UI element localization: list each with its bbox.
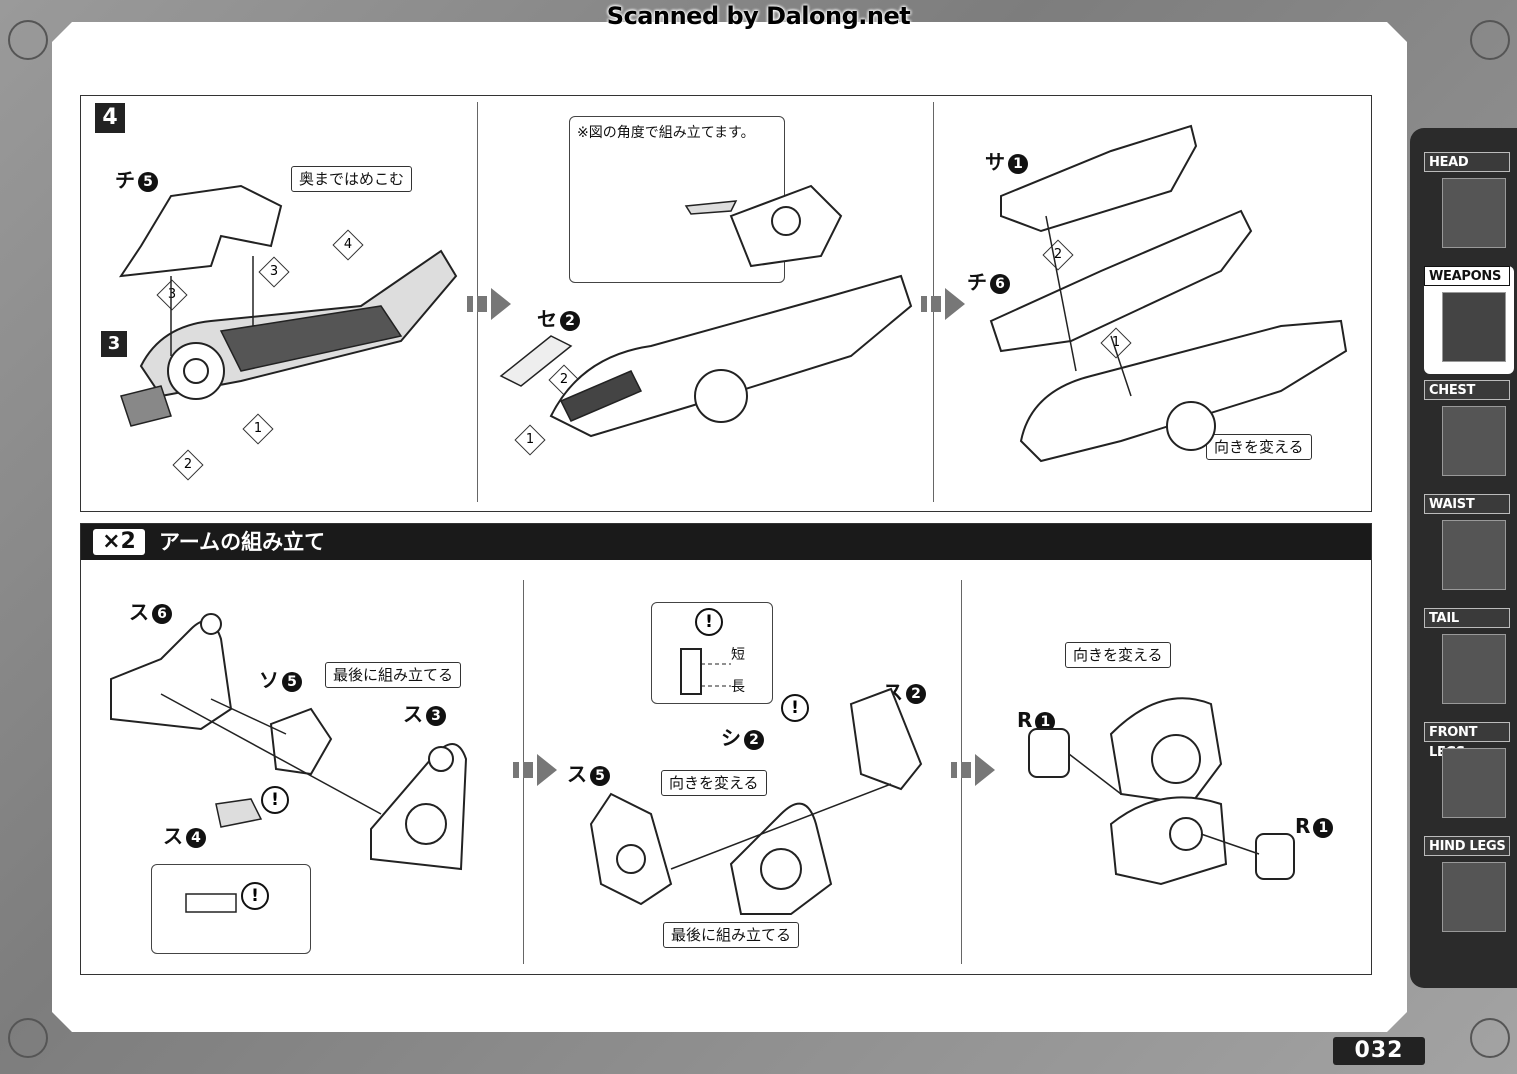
change-direction-note: 向きを変える [1065,642,1171,668]
head-thumbnail [1442,178,1506,248]
tail-thumbnail [1442,634,1506,704]
section-nav-sidebar: HEAD WEAPONS CHEST WAIST TAIL FRONT LEGS… [1410,128,1517,988]
weapon-assembly-drawing [118,184,458,427]
nav-tab-chest[interactable]: CHEST [1424,380,1514,488]
nav-tab-waist[interactable]: WAIST [1424,494,1514,602]
frame-bolt-icon [8,1018,48,1058]
section-header: ×2 アームの組み立て [81,524,1371,560]
nav-tab-hind-legs[interactable]: HIND LEGS [1424,836,1514,944]
angle-note-text: ※図の角度で組み立てます。 [577,125,755,141]
weapon-assembly-drawing [499,184,913,438]
frame-bolt-icon [1470,1018,1510,1058]
frame-bolt-icon [8,20,48,60]
nav-tab-label: TAIL [1424,608,1510,628]
nav-tab-tail[interactable]: TAIL [1424,608,1514,716]
nav-tab-head[interactable]: HEAD [1424,152,1514,260]
long-label: 長 [731,679,745,695]
caution-icon: ! [241,882,269,910]
nav-tab-label: CHEST [1424,380,1510,400]
sub-step-badge: 3 [101,331,127,357]
next-arrow-icon [921,288,965,320]
caution-icon: ! [695,608,723,636]
nav-tab-label: HEAD [1424,152,1510,172]
arm-assembly-drawing [110,613,468,913]
nav-tab-label: WAIST [1424,494,1510,514]
page-number: 032 [1333,1037,1425,1065]
section-title: アームの組み立て [159,530,326,554]
nav-tab-label: HIND LEGS [1424,836,1510,856]
change-direction-note: 向きを変える [1206,434,1312,460]
step-badge: 4 [95,103,125,133]
short-label: 短 [731,647,745,663]
next-arrow-icon [513,754,557,786]
nav-tab-label: FRONT LEGS [1424,722,1510,760]
arm-assembly-drawing [1028,697,1295,886]
caution-icon: ! [781,694,809,722]
assemble-last-note: 最後に組み立てる [663,922,800,948]
nav-tab-front-legs[interactable]: FRONT LEGS [1424,722,1514,830]
assemble-last-note: 最後に組み立てる [325,662,462,688]
nav-tab-weapons[interactable]: WEAPONS [1424,266,1514,374]
nav-tab-label: WEAPONS [1424,266,1510,286]
quantity-badge: ×2 [93,529,145,555]
next-arrow-icon [951,754,995,786]
frame-bolt-icon [1470,20,1510,60]
waist-thumbnail [1442,520,1506,590]
next-arrow-icon [467,288,511,320]
hind-legs-thumbnail [1442,862,1506,932]
caution-icon: ! [261,786,289,814]
front-legs-thumbnail [1442,748,1506,818]
change-direction-note: 向きを変える [661,770,767,796]
weapon-assembly-drawing [989,124,1348,463]
watermark: Scanned by Dalong.net [606,2,911,30]
weapons-thumbnail [1442,292,1506,362]
arm-assembly-drawing [589,648,923,915]
chest-thumbnail [1442,406,1506,476]
push-in-note: 奥まではめこむ [291,166,413,192]
